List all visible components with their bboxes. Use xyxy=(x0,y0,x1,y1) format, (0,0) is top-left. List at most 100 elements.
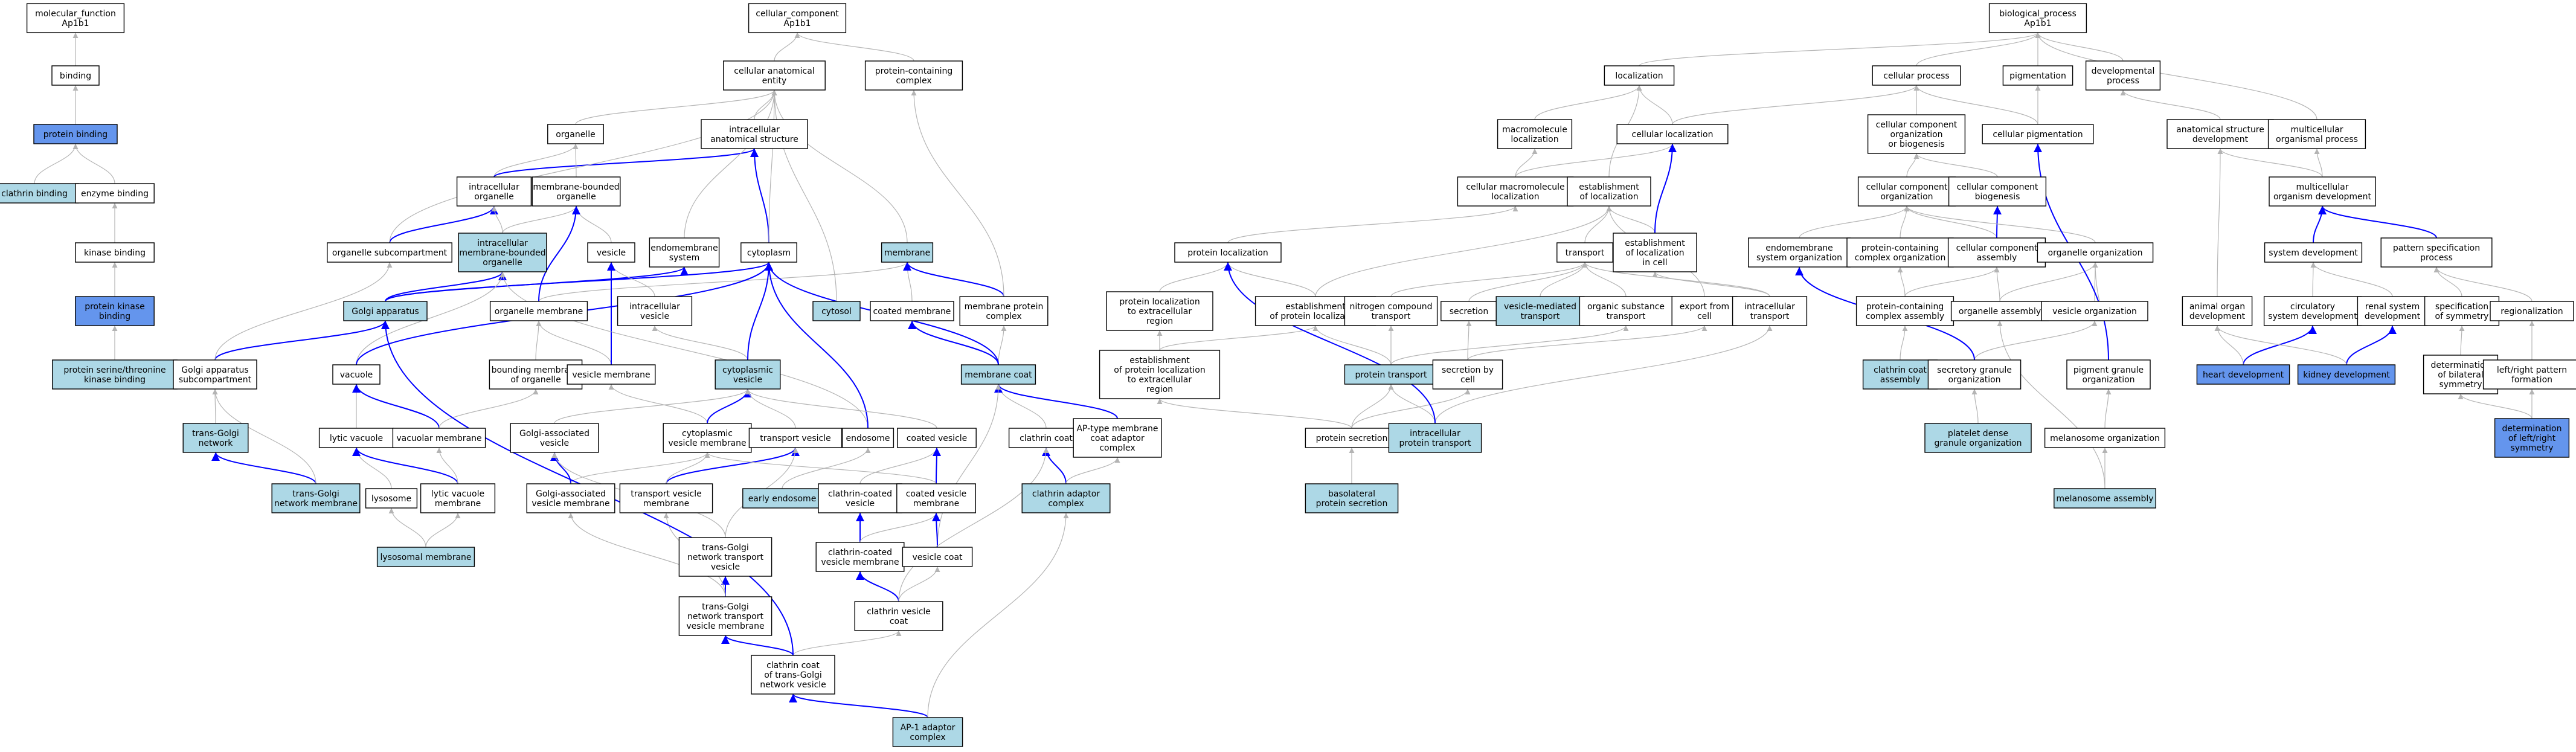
edge-lytic-vac-mem-to-lytic-vacuole xyxy=(352,447,458,484)
term-box xyxy=(815,542,905,572)
edge-membrane-coat-to-coated-membrane xyxy=(908,320,999,365)
term-node-vesicle: vesicle xyxy=(587,242,635,263)
edge xyxy=(859,447,940,484)
term-label-line: to extracellular xyxy=(1128,307,1192,317)
edge xyxy=(436,447,458,484)
term-label-line: clathrin coat xyxy=(766,661,820,670)
edge-melanosome-assembly-to-org-assembly xyxy=(1997,320,2105,489)
term-box xyxy=(1872,65,1961,86)
term-label: localization xyxy=(1615,71,1663,81)
edge-membrane-coat-to-mpc xyxy=(998,325,1007,365)
term-label: vesicle organization xyxy=(2052,307,2137,317)
edge xyxy=(1906,153,1919,178)
edge-cyto-vesicle-to-intra-vesicle xyxy=(652,325,748,361)
term-box xyxy=(1495,296,1585,326)
term-node-lysosome: lysosome xyxy=(365,488,418,509)
term-label-line: of localization xyxy=(1625,248,1684,258)
term-label-line: platelet dense xyxy=(1948,429,2008,439)
term-box xyxy=(365,488,418,509)
term-label-line: developmental xyxy=(2092,66,2155,76)
edge-imbo-to-mbo xyxy=(502,205,579,234)
term-label: regionalization xyxy=(2501,307,2563,317)
term-box xyxy=(2482,359,2576,390)
term-node-org-membrane: organelle membrane xyxy=(489,301,588,321)
term-label-line: network transport xyxy=(687,553,764,562)
edge-cae-to-cc xyxy=(774,32,800,62)
term-node-transport: transport xyxy=(1556,242,1613,263)
term-box xyxy=(420,483,496,513)
edge xyxy=(747,262,773,361)
term-label: coated membrane xyxy=(873,307,951,317)
edge-cell-loc-to-localization xyxy=(1636,85,1673,125)
term-label: Golgi apparatus xyxy=(352,307,419,317)
term-label-line: organelle assembly xyxy=(1959,307,2041,317)
edge-pcca-to-pcco xyxy=(1897,266,1906,297)
term-label-line: organism development xyxy=(2273,192,2372,202)
edge xyxy=(1390,262,1588,297)
term-label-line: intracellular xyxy=(1744,302,1795,312)
edge-kidney-dev-to-rsd xyxy=(2346,325,2397,365)
edge-cell-pigment-to-cellular-process xyxy=(1913,85,2038,125)
edge xyxy=(212,388,316,484)
term-box xyxy=(1305,428,1399,448)
term-label-line: vesicle xyxy=(711,562,740,572)
term-box xyxy=(841,428,895,448)
term-label-line: cellular component xyxy=(1956,243,2038,253)
edge xyxy=(502,205,579,234)
edge-pdgo-to-sgo xyxy=(1971,388,1979,424)
term-box xyxy=(318,428,394,448)
term-label-line: localization xyxy=(1511,135,1558,144)
term-label-line: coated vesicle xyxy=(906,489,967,499)
edge-dbs-to-spec-sym xyxy=(2459,325,2465,356)
term-label-line: clathrin-coated xyxy=(828,489,892,499)
edge-cvc-to-ccvm xyxy=(856,571,899,602)
edge xyxy=(491,205,503,234)
edge-mod-to-asd xyxy=(2217,148,2323,178)
term-node-coated-membrane: coated membrane xyxy=(870,301,954,321)
term-label-line: secretion by xyxy=(1442,365,1494,375)
term-box xyxy=(1344,296,1438,326)
edge xyxy=(575,89,777,125)
term-label-line: protein transport xyxy=(1355,370,1427,380)
term-node-org-assembly: organelle assembly xyxy=(1950,301,2049,321)
term-box xyxy=(75,242,155,263)
edge xyxy=(1466,320,1472,361)
term-box xyxy=(723,60,826,91)
term-box xyxy=(2037,242,2154,263)
term-box xyxy=(1388,423,1482,453)
edge-golgi-ves-mem-to-cvm xyxy=(570,452,710,484)
term-label-line: clathrin coat xyxy=(1020,434,1073,443)
edge xyxy=(1672,85,1919,125)
term-label: organelle subcompartment xyxy=(332,248,448,258)
edge-membrane-to-cae xyxy=(771,89,908,243)
term-box xyxy=(1497,119,1573,149)
term-label-line: granule organization xyxy=(1935,439,2022,448)
edge xyxy=(1351,388,1471,429)
edge-protein-secretion-to-est-pl-extra xyxy=(1157,398,1352,429)
term-label: clathrin binding xyxy=(1,189,68,199)
term-label-line: organelle xyxy=(556,130,595,140)
term-label-line: process xyxy=(2107,76,2139,86)
term-label: secretion xyxy=(1450,307,1488,317)
edge xyxy=(1434,325,1773,424)
